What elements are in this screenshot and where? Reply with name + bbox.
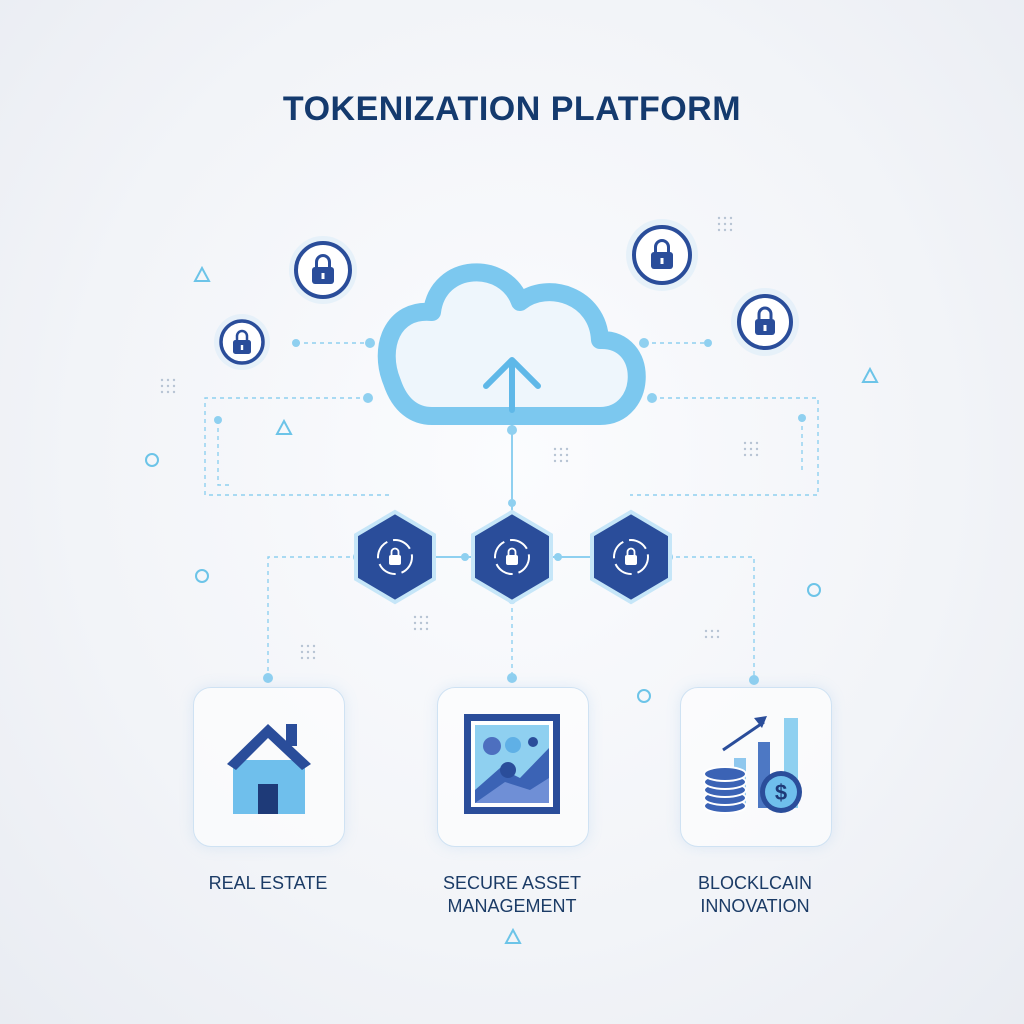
cloud-upload-icon — [377, 263, 646, 425]
label-line: BLOCKLCAIN — [697, 873, 813, 893]
triangle-icon — [504, 927, 522, 944]
ring-icon — [637, 689, 651, 703]
artwork-frame-icon — [464, 714, 560, 814]
connector-left-frame — [204, 397, 392, 496]
label-line: SECURE ASSET MANAGEMENT — [442, 873, 582, 916]
connector-hex-right-down — [668, 556, 755, 680]
connector-right-frame — [630, 397, 819, 496]
triangle-icon — [275, 418, 293, 435]
card-secure-asset-management — [437, 687, 589, 847]
dot-grids — [160, 216, 759, 660]
label-secure-asset-management: SECURE ASSET MANAGEMENT — [387, 872, 637, 918]
token-node-2 — [471, 509, 553, 605]
card-blockchain-innovation — [680, 687, 832, 847]
connector-left-inner — [217, 420, 232, 486]
triangle-icon — [193, 265, 211, 282]
growth-chart-coins-icon: $ — [703, 716, 802, 814]
page-title: TOKENIZATION PLATFORM — [282, 90, 742, 128]
label-line: INNOVATION — [700, 896, 810, 916]
label-real-estate: REAL ESTATE — [193, 872, 343, 895]
security-badge-4 — [731, 288, 799, 356]
security-badge-2 — [214, 314, 270, 370]
token-node-1 — [354, 509, 436, 605]
security-badge-1 — [289, 236, 357, 304]
security-badge-3 — [626, 219, 698, 291]
decorative-shapes — [145, 265, 879, 944]
house-icon — [227, 724, 311, 814]
ring-icon — [145, 453, 159, 467]
connector-hex-left-down — [267, 556, 358, 678]
padlock-icon — [312, 254, 334, 284]
ring-icon — [807, 583, 821, 597]
ring-icon — [195, 569, 209, 583]
svg-text:$: $ — [775, 780, 787, 805]
label-line: REAL ESTATE — [208, 873, 328, 893]
padlock-icon — [651, 239, 673, 269]
padlock-icon — [233, 329, 251, 354]
token-node-3 — [590, 509, 672, 605]
triangle-icon — [861, 366, 879, 383]
padlock-icon — [755, 306, 775, 335]
label-blockchain-innovation: BLOCKLCAIN INNOVATION — [680, 872, 830, 918]
connector-lines — [204, 342, 819, 680]
